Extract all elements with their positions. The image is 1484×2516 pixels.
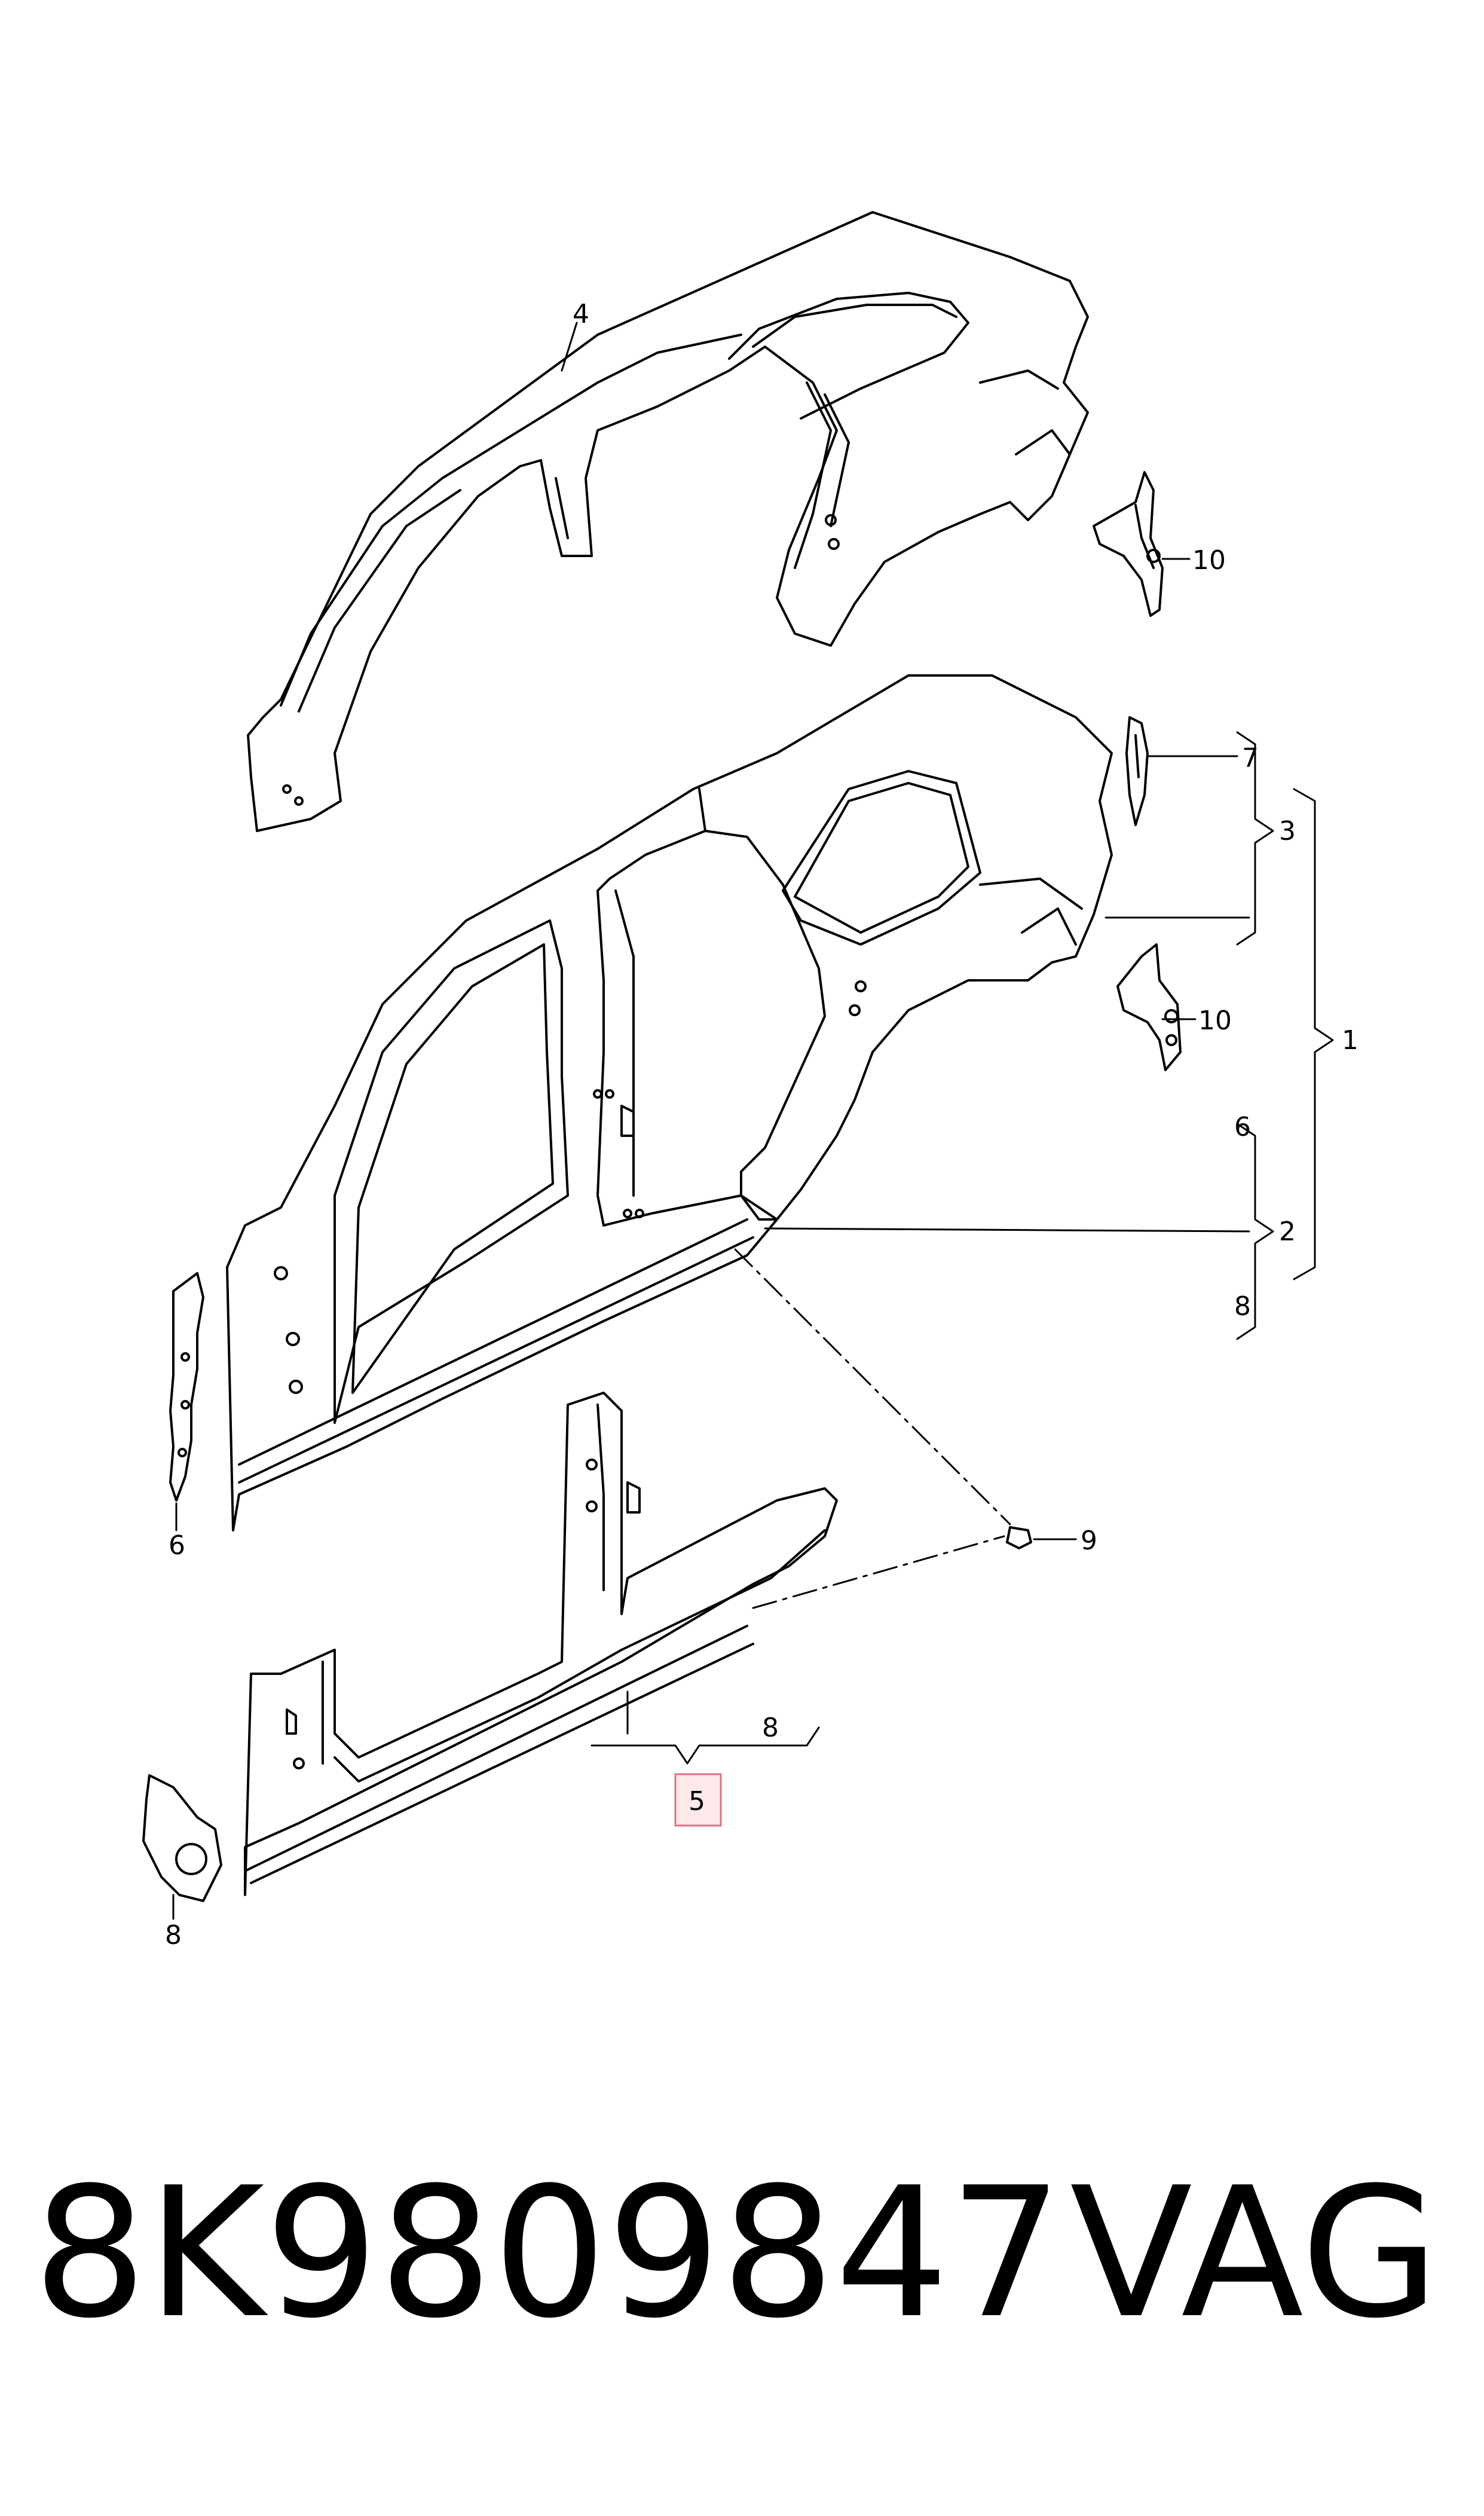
callout-7[interactable]: 7	[1242, 743, 1259, 774]
brand-label: VAG	[1070, 2149, 1440, 2358]
callout-9[interactable]: 9	[1081, 1526, 1097, 1556]
bracket-10-lower	[1116, 943, 1182, 1071]
reinforcement-6	[169, 1272, 204, 1502]
brace-groups	[590, 731, 1334, 1765]
end-cap-8	[142, 1774, 222, 1902]
callout-8[interactable]: 8	[1234, 1291, 1251, 1322]
side-panel-outer-part	[247, 211, 1089, 832]
callout-10-lower[interactable]: 10	[1198, 1005, 1232, 1036]
callout-6-left[interactable]: 6	[169, 1530, 185, 1561]
part-number: 8K9809847	[33, 2149, 1063, 2358]
callout-6[interactable]: 6	[1234, 1112, 1251, 1142]
callout-1[interactable]: 1	[1342, 1025, 1358, 1056]
callout-4[interactable]: 4	[573, 299, 589, 329]
sill-panel-part	[244, 1392, 838, 1896]
leader-lines	[172, 322, 1250, 1920]
callout-2[interactable]: 2	[1279, 1216, 1296, 1247]
bracket-10-upper	[1093, 471, 1164, 617]
callout-10-upper[interactable]: 10	[1192, 545, 1226, 576]
callout-8-bottom-left[interactable]: 8	[165, 1920, 182, 1951]
fastener-9	[1006, 1526, 1032, 1549]
side-panel-complete-part	[226, 674, 1113, 1531]
bracket-7	[1125, 716, 1149, 826]
callout-8-sill[interactable]: 8	[762, 1713, 779, 1743]
highlight-box-5	[674, 1773, 722, 1827]
callout-5[interactable]: 5	[689, 1786, 705, 1817]
callout-3[interactable]: 3	[1279, 816, 1296, 846]
